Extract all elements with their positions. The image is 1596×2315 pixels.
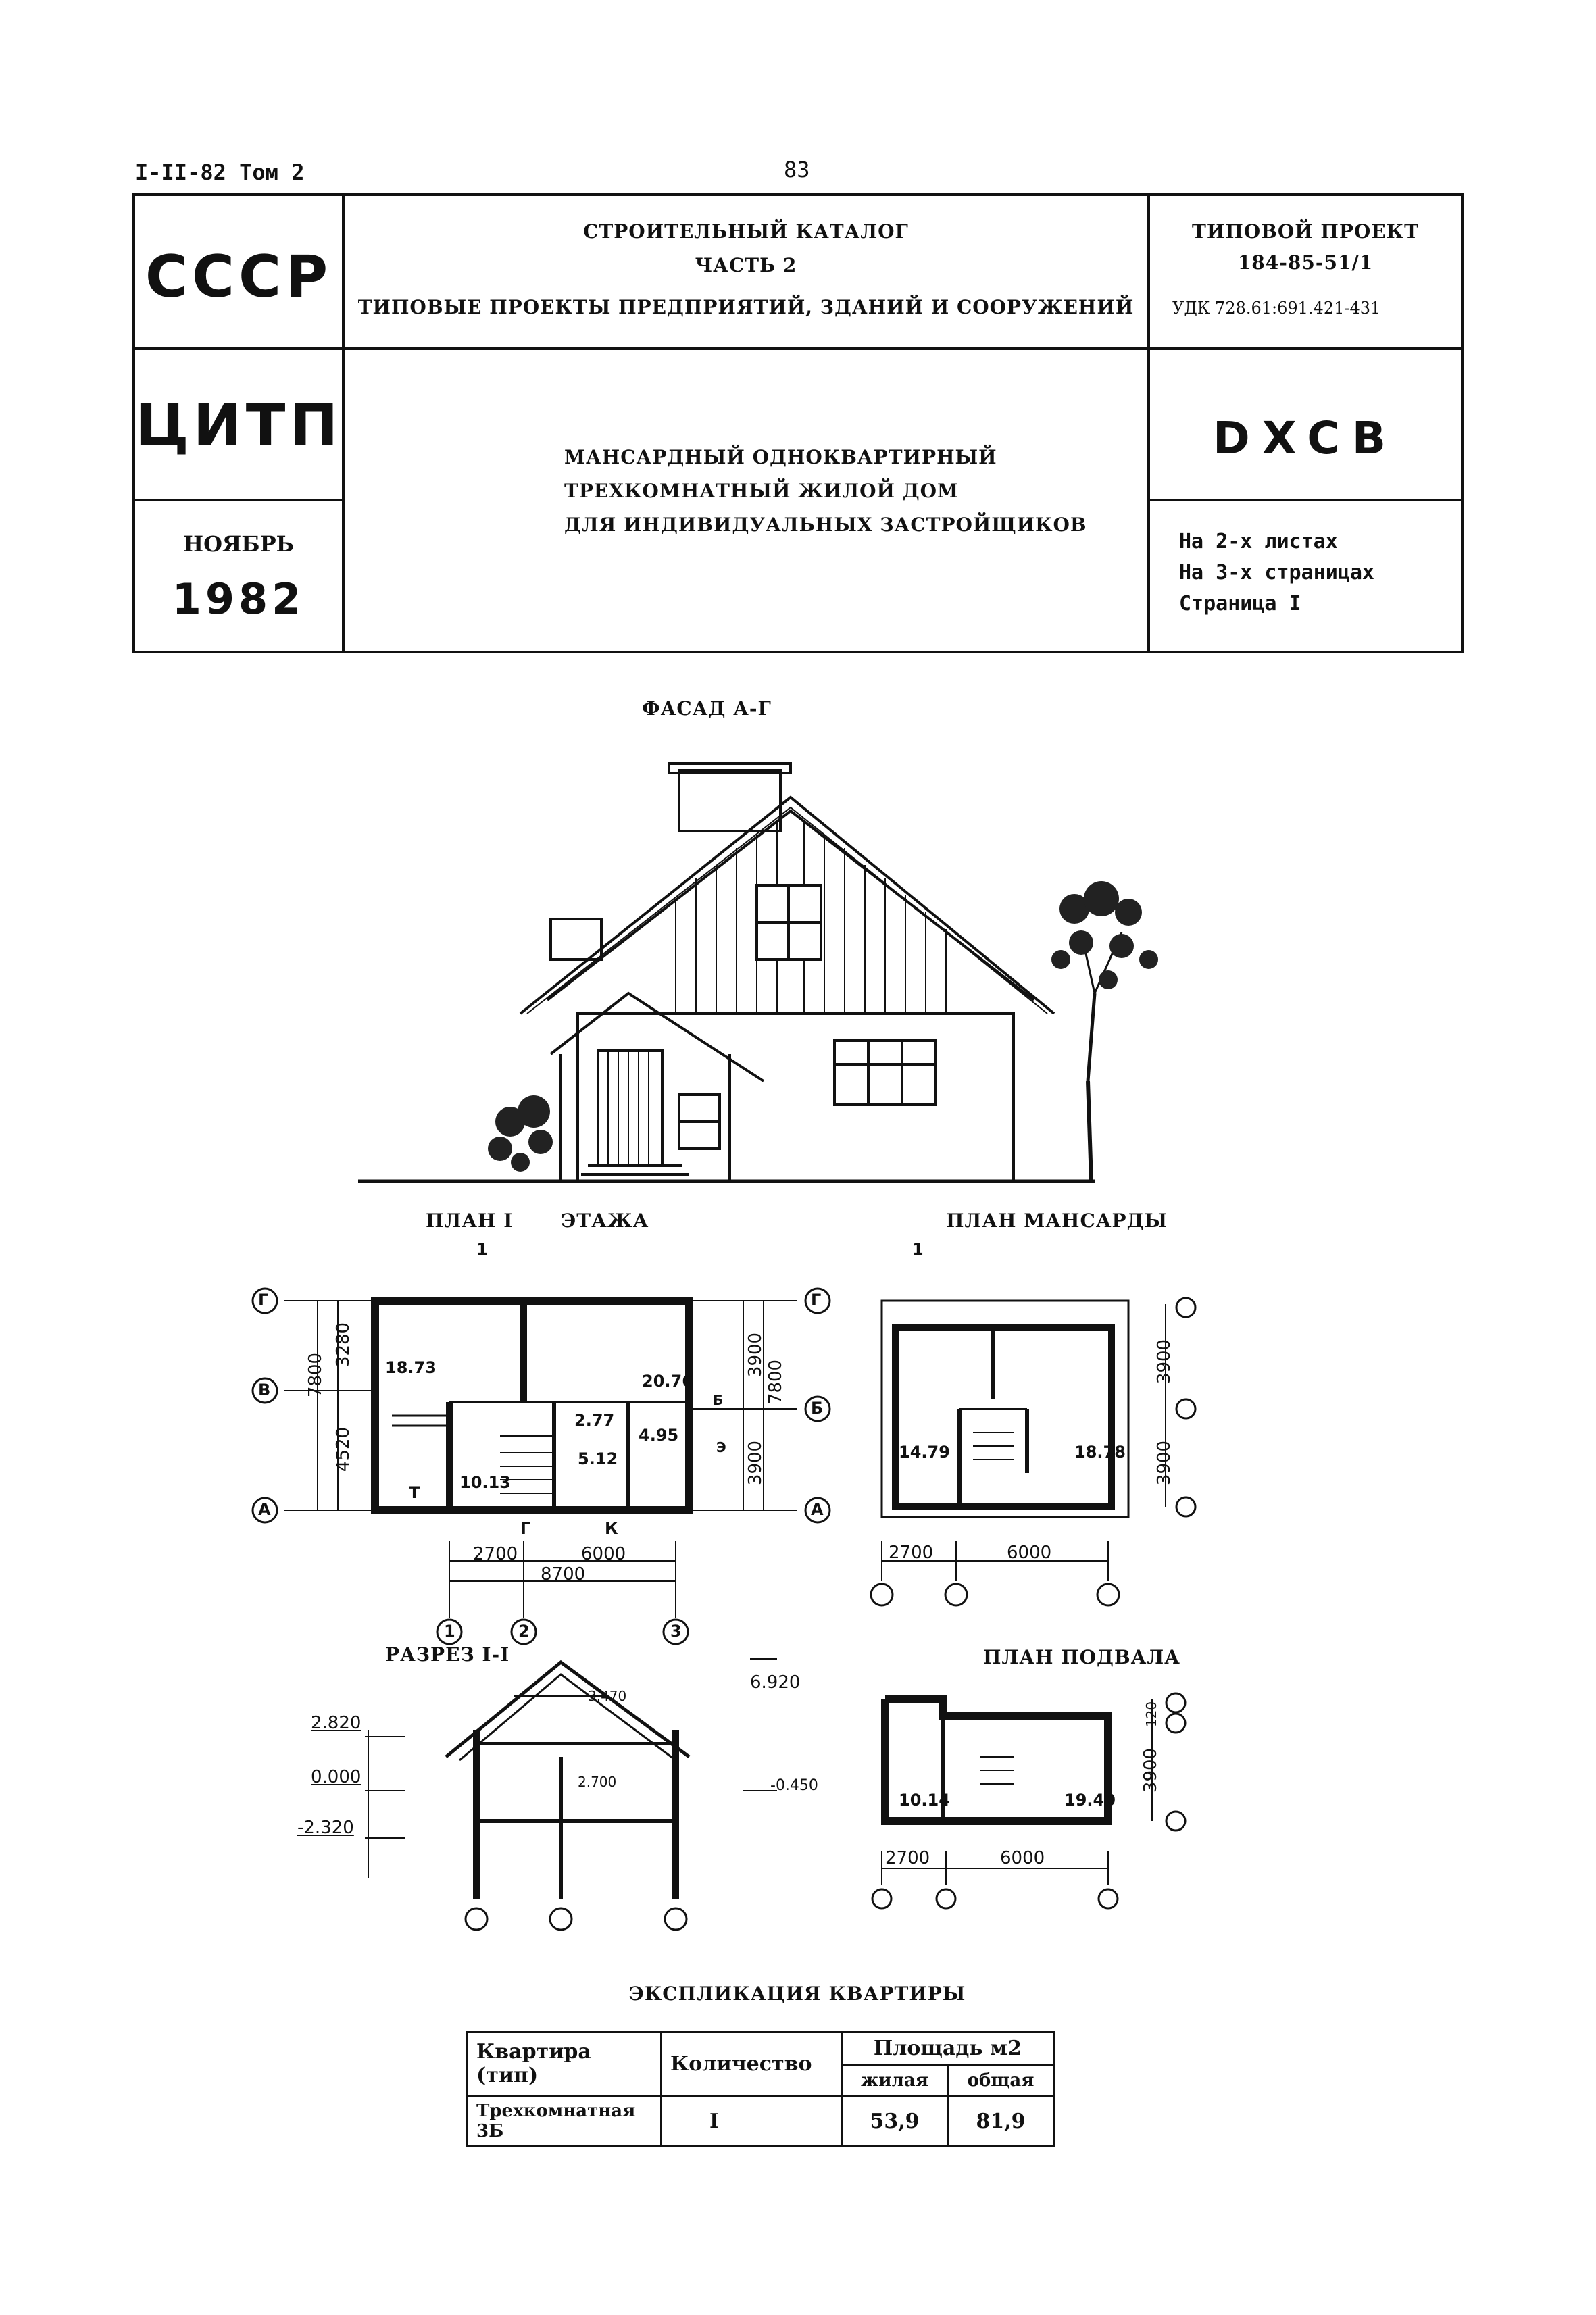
level-0000: 0.000 <box>311 1767 361 1787</box>
description-line-1: МАНСАРДНЫЙ ОДНОКВАРТИРНЫЙ <box>564 446 997 468</box>
basement-plan-title: ПЛАН ПОДВАЛА <box>983 1646 1180 1668</box>
axis-3: 3 <box>670 1622 682 1641</box>
page-number: 83 <box>784 157 810 182</box>
plan-mark-t: Т <box>409 1483 420 1502</box>
col-area: Площадь м2 <box>841 2031 1055 2066</box>
description-line-2: ТРЕХКОМНАТНЫЙ ЖИЛОЙ ДОМ <box>564 480 959 502</box>
room-area-5: 5.12 <box>578 1449 618 1468</box>
axis-2: 2 <box>518 1622 530 1641</box>
series-label: I-II-82 Том 2 <box>135 159 305 185</box>
org-citp: ЦИТП <box>135 392 343 459</box>
section-title: РАЗРЕЗ I-I <box>385 1643 510 1666</box>
basement-dim-v-3900: 3900 <box>1141 1747 1162 1793</box>
facade-title: ФАСАД А-Г <box>642 697 772 720</box>
basement-plan-drawing <box>871 1692 1187 1910</box>
level-minus-0450: -0.450 <box>770 1777 818 1794</box>
axis-b-right: Б <box>811 1399 824 1418</box>
col-total: общая <box>947 2064 1055 2097</box>
catalog-line-3: ТИПОВЫЕ ПРОЕКТЫ ПРЕДПРИЯТИЙ, ЗДАНИЙ И СО… <box>357 296 1134 318</box>
col-living: жилая <box>841 2064 949 2097</box>
plan-mark-1: 1 <box>476 1240 488 1259</box>
page-indicator: Страница I <box>1179 592 1301 616</box>
catalog-line-2: ЧАСТЬ 2 <box>695 254 797 276</box>
plan1-title: ПЛАН I <box>426 1210 514 1232</box>
attic-dim-6000: 6000 <box>1007 1543 1052 1563</box>
attic-dim-v-3900b: 3900 <box>1154 1440 1175 1486</box>
room-area-2: 20.76 <box>642 1372 693 1391</box>
section-drawing <box>365 1658 777 1931</box>
axis-g-left: Г <box>258 1291 269 1310</box>
level-minus-2320: -2.320 <box>297 1818 354 1838</box>
dim-plan1-8700: 8700 <box>541 1564 586 1585</box>
basement-area-2: 19.40 <box>1064 1791 1116 1810</box>
col-apartment-type: Квартира (тип) <box>466 2031 662 2097</box>
pages-count: На 3-х страницах <box>1179 561 1374 584</box>
sheets-count: На 2-х листах <box>1179 530 1338 553</box>
attic-dim-v-3900a: 3900 <box>1154 1339 1175 1385</box>
basement-dim-v-120: 120 <box>1143 1701 1160 1728</box>
plan1-title-2: ЭТАЖА <box>561 1210 649 1232</box>
attic-area-1: 14.79 <box>899 1443 950 1462</box>
level-3470: 3.470 <box>588 1688 627 1704</box>
axis-a-left: А <box>258 1500 271 1519</box>
explication-title: ЭКСПЛИКАЦИЯ КВАРТИРЫ <box>628 1983 966 2005</box>
basement-area-1: 10.14 <box>899 1791 950 1810</box>
dim-plan1-v-3280: 3280 <box>333 1322 354 1368</box>
attic-plan-title: ПЛАН МАНСАРДЫ <box>946 1210 1168 1232</box>
axis-g-right: Г <box>811 1291 822 1310</box>
axis-v-left: В <box>258 1380 271 1399</box>
basement-dim-6000: 6000 <box>1000 1848 1045 1868</box>
tree-foliage <box>488 881 1158 1172</box>
udk-code: УДК 728.61:691.421-431 <box>1172 299 1381 318</box>
plan-mark-k: К <box>605 1519 618 1538</box>
dim-plan1-2700: 2700 <box>473 1544 518 1564</box>
plan-mark-g: Г <box>520 1519 531 1538</box>
row-quantity: I <box>660 2095 843 2147</box>
project-number: 184-85-51/1 <box>1237 251 1374 274</box>
explication-table: Квартира (тип) Количество Площадь м2 жил… <box>466 2031 1055 2147</box>
plan-mark-e: Э <box>716 1439 726 1455</box>
attic-plan-drawing <box>870 1297 1197 1607</box>
date-month: НОЯБРЬ <box>182 531 295 557</box>
dim-plan1-v-7800: 7800 <box>305 1352 326 1398</box>
row-type: Трехкомнатная 3Б <box>466 2095 662 2147</box>
level-6920: 6.920 <box>750 1672 801 1693</box>
plan-mark-b: Б <box>713 1392 724 1408</box>
room-area-6: 10.13 <box>459 1473 511 1492</box>
date-year: 1982 <box>172 574 305 624</box>
dim-plan1-r-7800: 7800 <box>766 1359 787 1405</box>
catalog-line-1: СТРОИТЕЛЬНЫЙ КАТАЛОГ <box>583 220 909 243</box>
row-living: 53,9 <box>841 2095 949 2147</box>
code-label: DXCB <box>1212 412 1399 464</box>
level-2820: 2.820 <box>311 1713 361 1733</box>
dim-plan1-6000: 6000 <box>581 1544 626 1564</box>
level-2700: 2.700 <box>578 1774 617 1790</box>
axis-a-right: А <box>811 1500 824 1519</box>
dim-plan1-v-4520: 4520 <box>333 1426 354 1472</box>
dim-plan1-r-3900b: 3900 <box>745 1440 766 1486</box>
row-total: 81,9 <box>947 2095 1055 2147</box>
dim-plan1-r-3900a: 3900 <box>745 1332 766 1378</box>
axis-1: 1 <box>444 1622 455 1641</box>
project-label: ТИПОВОЙ ПРОЕКТ <box>1192 220 1419 243</box>
attic-dim-2700: 2700 <box>889 1543 934 1563</box>
facade-drawing <box>358 762 1123 1183</box>
plan1-drawing <box>251 1287 831 1645</box>
room-area-3: 2.77 <box>574 1411 615 1430</box>
room-area-1: 18.73 <box>385 1358 437 1377</box>
col-quantity: Количество <box>660 2031 843 2097</box>
plan-mark-2: 1 <box>912 1240 924 1259</box>
room-area-4: 4.95 <box>639 1426 679 1445</box>
description-line-3: ДЛЯ ИНДИВИДУАЛЬНЫХ ЗАСТРОЙЩИКОВ <box>564 514 1087 536</box>
basement-dim-2700: 2700 <box>885 1848 930 1868</box>
org-ussr: СССР <box>145 243 332 311</box>
attic-area-2: 18.78 <box>1074 1443 1126 1462</box>
